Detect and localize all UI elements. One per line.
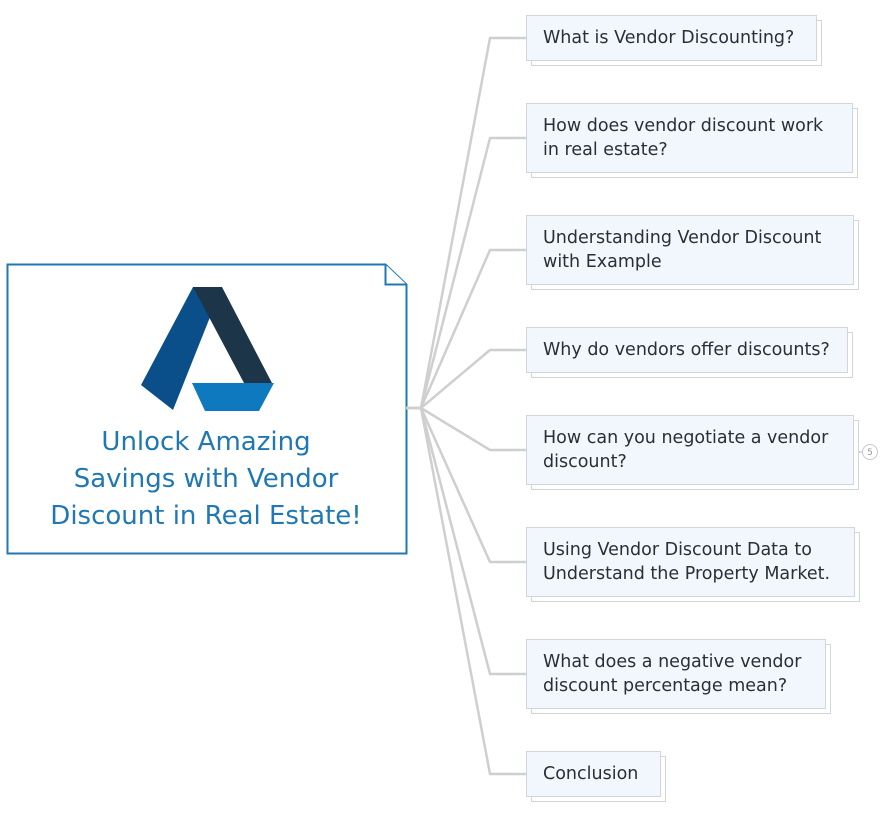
topic-negotiate-vendor-discount[interactable]: How can you negotiate a vendor discount? [526, 415, 859, 490]
topic-box[interactable]: Why do vendors offer discounts? [526, 327, 848, 373]
connector-line [406, 406, 526, 564]
root-title-line: Unlock Amazing [101, 427, 311, 457]
connector-line [406, 136, 526, 410]
topic-negative-vendor-discount[interactable]: What does a negative vendor discount per… [526, 639, 831, 714]
topic-label: with Example [543, 252, 662, 272]
connector-line [406, 248, 526, 410]
root-card-fold [384, 264, 407, 286]
topic-label: Why do vendors offer discounts? [543, 340, 830, 360]
topic-box[interactable]: How can you negotiate a vendor discount? [526, 415, 854, 485]
logo-base [192, 383, 274, 411]
topic-vendor-discount-data[interactable]: Using Vendor Discount Data to Understand… [526, 527, 860, 602]
topic-label: discount percentage mean? [543, 676, 788, 696]
topic-why-vendors-offer-discounts[interactable]: Why do vendors offer discounts? [526, 327, 853, 378]
topic-box[interactable]: Conclusion [526, 751, 661, 797]
topic-what-is-vendor-discounting[interactable]: What is Vendor Discounting? [526, 15, 822, 66]
topic-label: discount? [543, 452, 627, 472]
topic-understanding-vendor-discount[interactable]: Understanding Vendor Discount with Examp… [526, 215, 859, 290]
connector-line [406, 406, 526, 676]
connector-line [406, 406, 526, 776]
topic-box[interactable]: Using Vendor Discount Data to Understand… [526, 527, 855, 597]
topic-box[interactable]: What does a negative vendor discount per… [526, 639, 826, 709]
topic-label: Conclusion [543, 764, 639, 784]
topic-label: What is Vendor Discounting? [543, 28, 795, 48]
root-title[interactable]: Unlock Amazing Savings with Vendor Disco… [10, 424, 402, 535]
topic-label: What does a negative vendor [543, 652, 802, 672]
topic-box[interactable]: How does vendor discount work in real es… [526, 103, 853, 173]
company-logo [141, 287, 274, 411]
topic-label: How can you negotiate a vendor [543, 428, 829, 448]
topic-box[interactable]: Understanding Vendor Discount with Examp… [526, 215, 854, 285]
topic-label: How does vendor discount work [543, 116, 824, 136]
topic-label: Using Vendor Discount Data to [543, 540, 812, 560]
root-title-line: Discount in Real Estate! [50, 501, 362, 531]
connector-line [406, 36, 526, 410]
topic-label: Understand the Property Market. [543, 564, 831, 584]
topic-how-vendor-discount-works[interactable]: How does vendor discount work in real es… [526, 103, 858, 178]
root-title-line: Savings with Vendor [73, 464, 339, 494]
logo-right-stroke [193, 287, 272, 383]
topic-label: Understanding Vendor Discount [543, 228, 822, 248]
logo-left-stroke [141, 287, 222, 410]
topic-label: in real estate? [543, 140, 668, 160]
collapsed-children-badge[interactable]: 5 [862, 444, 878, 460]
topic-conclusion[interactable]: Conclusion [526, 751, 666, 802]
topic-box[interactable]: What is Vendor Discounting? [526, 15, 817, 61]
